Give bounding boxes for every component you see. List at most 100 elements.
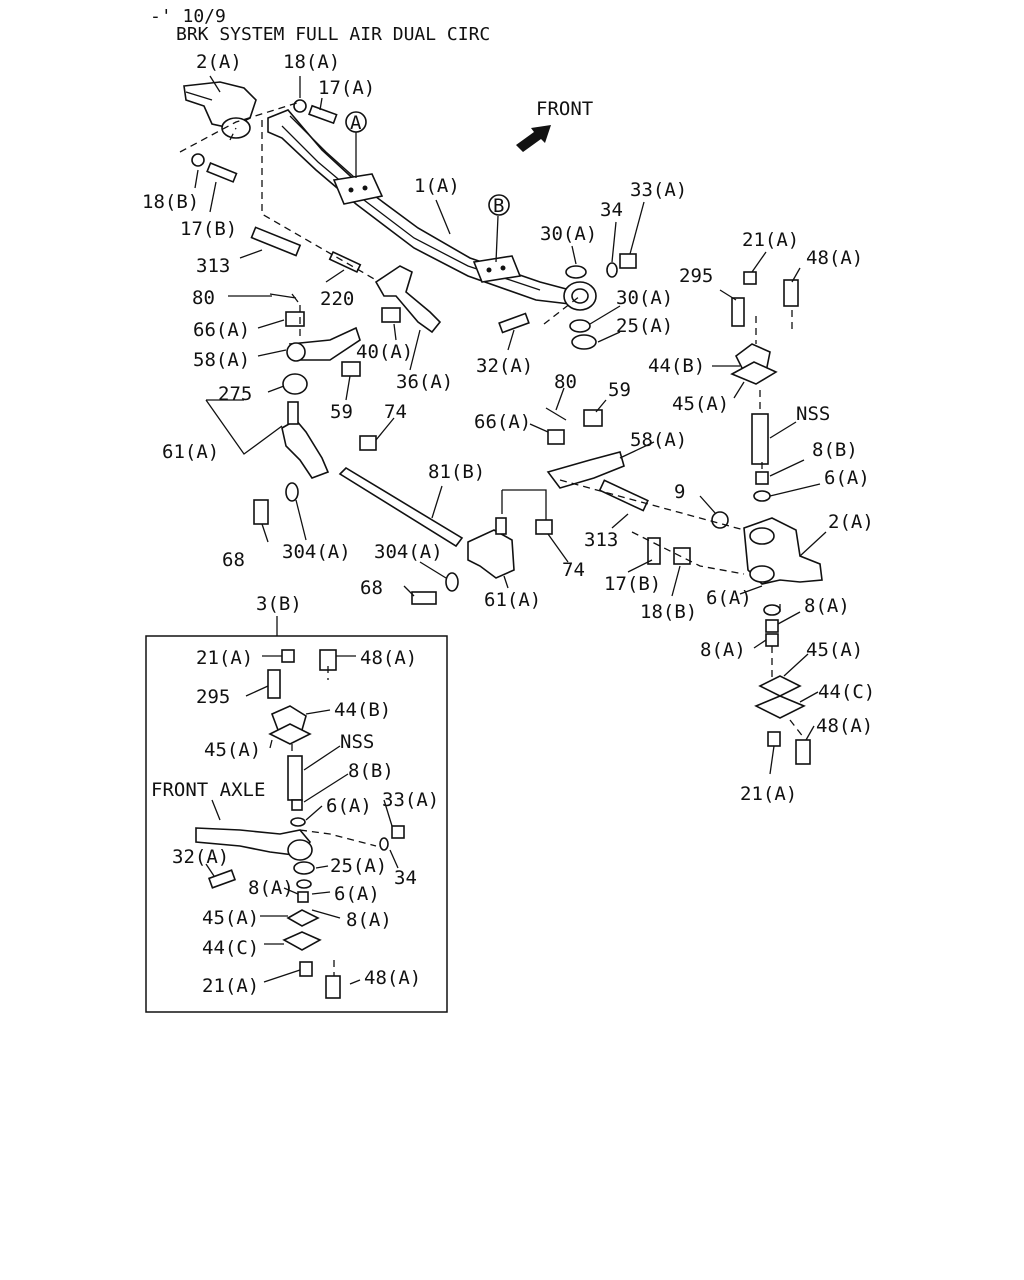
inset-seal-25a bbox=[293, 861, 315, 875]
grease-fitting-21a-lower bbox=[767, 731, 781, 747]
part-label: 74 bbox=[562, 559, 585, 581]
tie-rod-313-right bbox=[598, 479, 649, 512]
part-label: 17(B) bbox=[604, 573, 661, 595]
washer-6a-top bbox=[753, 490, 771, 502]
bushing-8b-top bbox=[755, 471, 769, 485]
bushing-275 bbox=[282, 373, 308, 395]
inset-part-label: 25(A) bbox=[330, 855, 387, 877]
snap-ring-34 bbox=[606, 262, 618, 278]
inset-bolt-48a-lower bbox=[325, 975, 341, 999]
tie-rod-313-left bbox=[250, 226, 302, 257]
inset-part-label: 44(C) bbox=[202, 937, 259, 959]
cap-44c-lower bbox=[754, 695, 806, 719]
nut-74-left bbox=[359, 435, 377, 451]
part-label: 313 bbox=[584, 529, 618, 551]
bracket-36a bbox=[374, 265, 442, 334]
part-label: 45(A) bbox=[806, 639, 863, 661]
nut-40a bbox=[381, 307, 401, 323]
cotter-pin-80 bbox=[269, 293, 299, 303]
part-label: 9 bbox=[674, 481, 685, 503]
inset-kingpin-nss bbox=[287, 755, 303, 801]
part-label: 36(A) bbox=[396, 371, 453, 393]
bushing-8a-lower-2 bbox=[765, 633, 779, 647]
dashed-assembly-lines bbox=[179, 101, 805, 739]
svg-text:A: A bbox=[350, 112, 362, 134]
inset-cap-44b bbox=[270, 705, 307, 731]
stud-17b-right bbox=[647, 537, 661, 565]
part-label: 66(A) bbox=[474, 411, 531, 433]
front-direction-label: FRONT bbox=[536, 98, 593, 120]
inset-part-label: 33(A) bbox=[382, 789, 439, 811]
part-label: 74 bbox=[384, 401, 407, 423]
washer-30a-bottom bbox=[569, 319, 591, 333]
inset-part-label: 44(B) bbox=[334, 699, 391, 721]
part-label: 80 bbox=[192, 287, 215, 309]
front-axle-beam bbox=[267, 109, 597, 311]
part-label: 313 bbox=[196, 255, 230, 277]
inset-bolt-295 bbox=[267, 669, 281, 699]
grease-fitting-21a-top bbox=[743, 271, 757, 285]
washer-30a-top bbox=[565, 265, 587, 279]
inset-part-label: 48(A) bbox=[364, 967, 421, 989]
inset-snap-ring-34 bbox=[379, 837, 389, 851]
part-label: 220 bbox=[320, 288, 354, 310]
inset-gasket-45a-lower bbox=[286, 909, 320, 927]
inset-part-label: 6(A) bbox=[326, 795, 372, 817]
part-label: 58(A) bbox=[630, 429, 687, 451]
part-label: 8(A) bbox=[804, 595, 850, 617]
part-labels: 2(A) 18(A) 17(A) 18(B) 17(B) 313 80 66(A… bbox=[142, 51, 875, 805]
inset-nut-33a bbox=[391, 825, 405, 839]
part-label: 1(A) bbox=[414, 175, 460, 197]
part-label: 59 bbox=[608, 379, 631, 401]
gasket-45a-top bbox=[730, 361, 778, 385]
part-label: 40(A) bbox=[356, 341, 413, 363]
date-code: -' 10/9 bbox=[150, 6, 226, 27]
inset-king-pin-32a bbox=[207, 869, 237, 889]
steering-arm-58a-right bbox=[546, 451, 625, 489]
part-label: 66(A) bbox=[193, 319, 250, 341]
inset-part-label: 295 bbox=[196, 686, 230, 708]
washer-6a-lower bbox=[763, 604, 781, 616]
inset-part-label: NSS bbox=[340, 731, 374, 753]
inset-grease-fitting bbox=[281, 649, 295, 663]
gasket-45a-lower bbox=[758, 675, 802, 697]
part-label: 17(B) bbox=[180, 218, 237, 240]
part-label: 59 bbox=[330, 401, 353, 423]
part-label: 61(A) bbox=[484, 589, 541, 611]
front-arrow-icon bbox=[516, 125, 551, 152]
part-label: 48(A) bbox=[806, 247, 863, 269]
nut-18a bbox=[293, 99, 307, 113]
part-label: 34 bbox=[600, 199, 623, 221]
bushing-8a-lower-1 bbox=[765, 619, 779, 633]
part-label: 18(B) bbox=[142, 191, 199, 213]
nut-33a bbox=[619, 253, 637, 269]
inset-part-label: 45(A) bbox=[202, 907, 259, 929]
part-label: 58(A) bbox=[193, 349, 250, 371]
nut-18b bbox=[191, 153, 205, 167]
inset-part-label: 34 bbox=[394, 867, 417, 889]
king-pin-32a bbox=[498, 312, 530, 334]
part-label: 18(A) bbox=[283, 51, 340, 73]
part-label: 61(A) bbox=[162, 441, 219, 463]
part-label: 45(A) bbox=[672, 393, 729, 415]
part-label: 6(A) bbox=[706, 587, 752, 609]
bolt-68-left bbox=[253, 499, 269, 525]
inset-cap-44c bbox=[282, 931, 322, 951]
inset-part-label: 48(A) bbox=[360, 647, 417, 669]
washer-304a-left bbox=[285, 482, 299, 502]
part-label: 68 bbox=[222, 549, 245, 571]
inset-bushing-8b bbox=[291, 799, 303, 811]
callout-b: B bbox=[488, 194, 510, 263]
inset-part-label: 45(A) bbox=[204, 739, 261, 761]
inset-bushing-8a bbox=[297, 891, 309, 903]
part-label: 2(A) bbox=[828, 511, 874, 533]
inset-grease-fitting-lower bbox=[299, 961, 313, 977]
diagram-title: BRK SYSTEM FULL AIR DUAL CIRC bbox=[176, 24, 490, 45]
nut-59-right bbox=[583, 409, 603, 427]
part-label: 17(A) bbox=[318, 77, 375, 99]
washer-304a-right bbox=[445, 572, 459, 592]
inset-part-label: 6(A) bbox=[334, 883, 380, 905]
part-label: 295 bbox=[679, 265, 713, 287]
inset-gasket-45a bbox=[268, 723, 312, 745]
kingpin-nss bbox=[751, 413, 769, 465]
